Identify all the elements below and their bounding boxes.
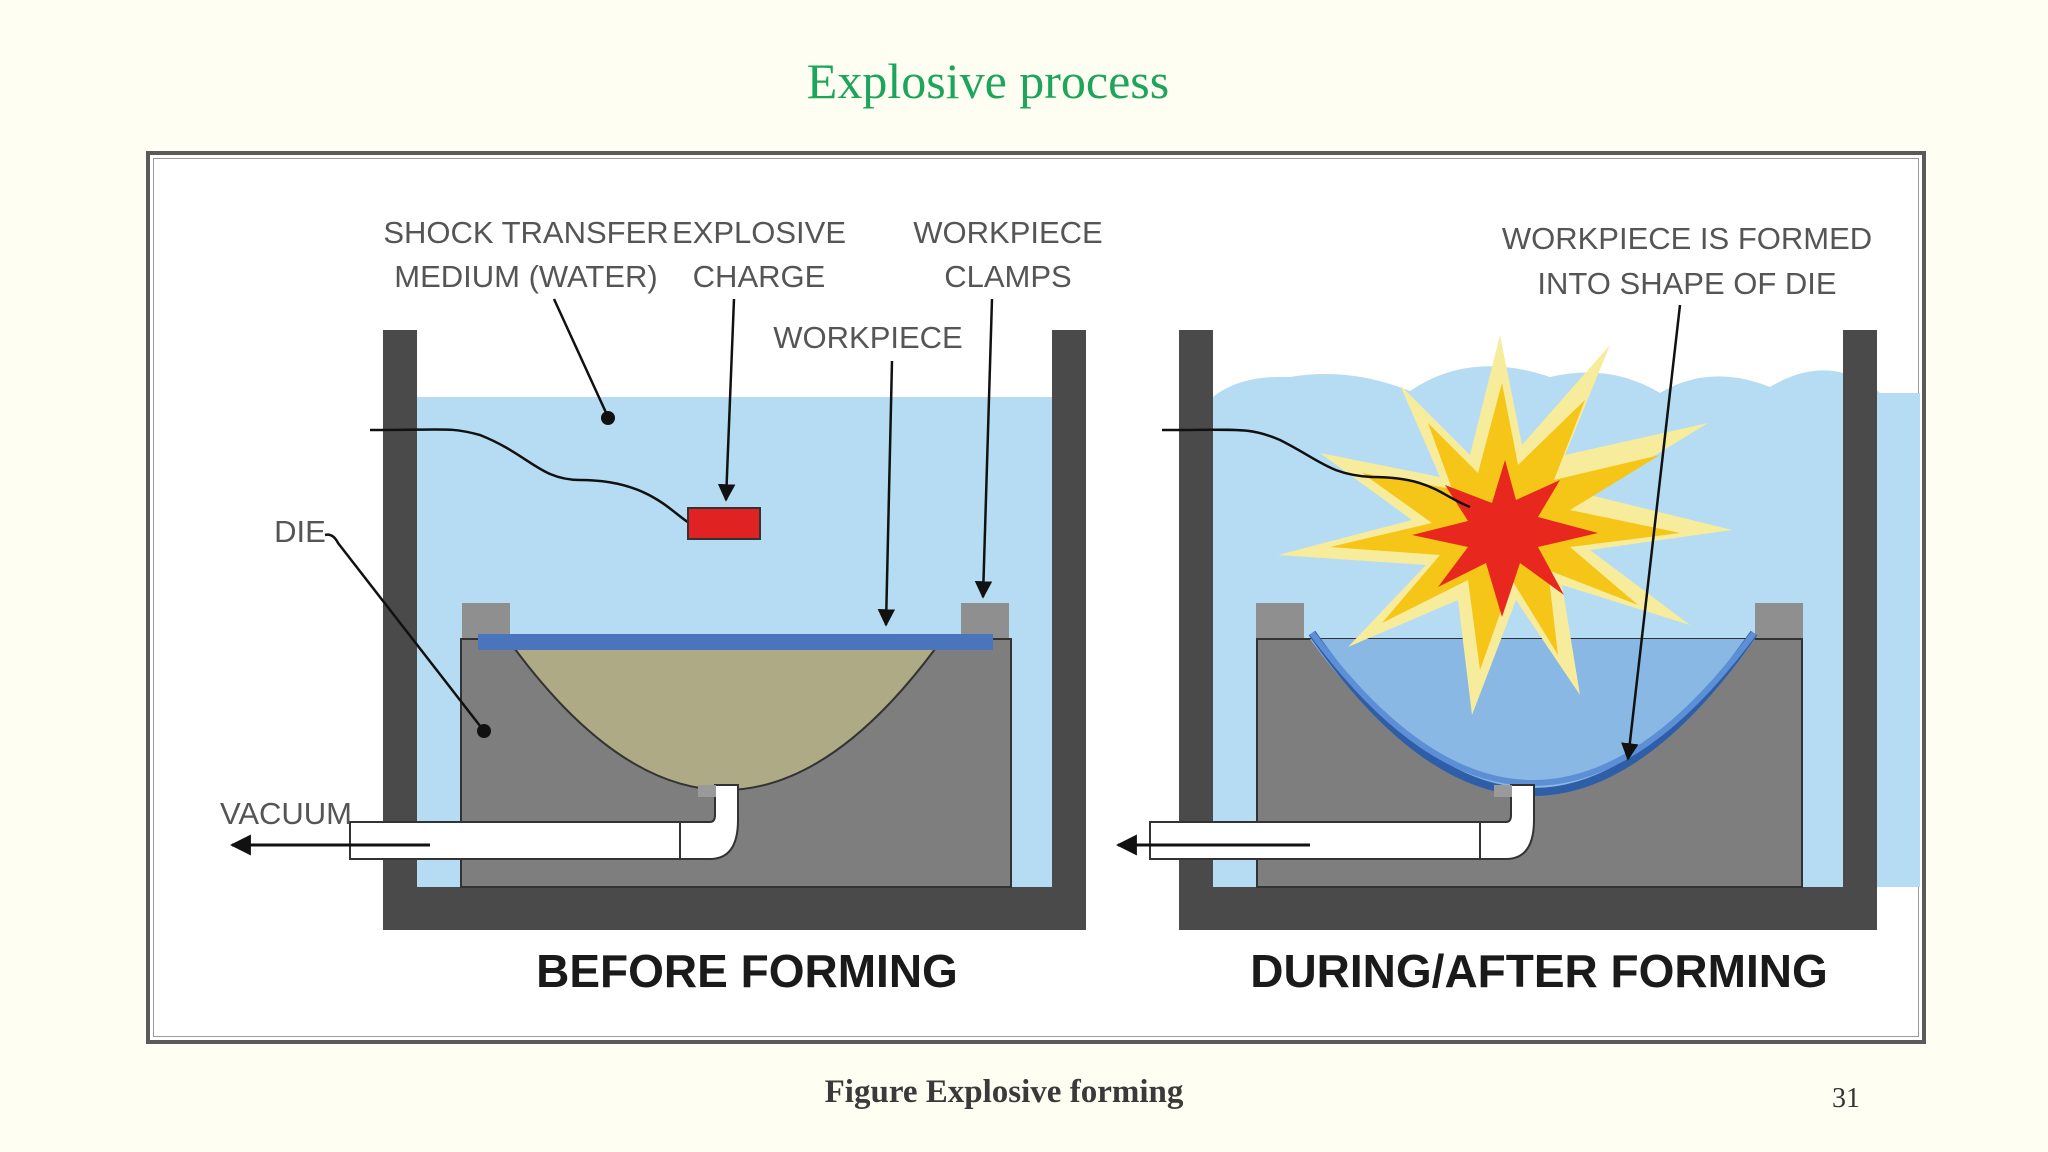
explosion-core	[1412, 460, 1598, 617]
workpiece-blank	[478, 634, 993, 650]
leader-die	[324, 533, 485, 732]
leader-workpiece	[877, 360, 896, 627]
detonator-wire-right	[1161, 428, 1471, 509]
tank-wall-right-left	[1052, 330, 1086, 930]
clamp-right-after	[1755, 603, 1803, 639]
caption-after-forming: DURING/AFTER FORMING	[1250, 945, 1828, 997]
after-forming-panel: WORKPIECE IS FORMED INTO SHAPE OF DIE DU…	[1115, 221, 1920, 997]
label-explosive-1: EXPLOSIVE	[672, 215, 846, 250]
label-clamps-1: WORKPIECE	[913, 215, 1102, 250]
label-formed-2: INTO SHAPE OF DIE	[1537, 266, 1836, 301]
leader-explosive	[717, 298, 736, 502]
leader-formed	[1621, 304, 1682, 761]
label-vacuum: VACUUM	[220, 796, 352, 831]
detonator-wire-left	[369, 428, 711, 530]
explosive-forming-diagram: SHOCK TRANSFER MEDIUM (WATER) EXPLOSIVE …	[220, 215, 1920, 997]
label-formed-1: WORKPIECE IS FORMED	[1502, 221, 1872, 256]
label-workpiece: WORKPIECE	[773, 320, 962, 355]
leader-die-dot	[477, 724, 491, 738]
tank-bottom-left	[383, 887, 1086, 930]
page-number: 31	[1832, 1083, 1860, 1114]
label-shock-2: MEDIUM (WATER)	[394, 259, 657, 294]
label-clamps-2: CLAMPS	[944, 259, 1071, 294]
caption-before-forming: BEFORE FORMING	[536, 945, 958, 997]
tank-wall-right-outer	[1843, 330, 1877, 930]
label-explosive-2: CHARGE	[693, 259, 826, 294]
leader-shock-dot	[601, 411, 615, 425]
clamp-right	[961, 603, 1009, 639]
clamp-left-after	[1256, 603, 1304, 639]
diagram-frame: SHOCK TRANSFER MEDIUM (WATER) EXPLOSIVE …	[146, 151, 1926, 1044]
slide-title: Explosive process	[806, 53, 1170, 109]
tank-bottom-right	[1179, 887, 1877, 930]
clamp-left	[462, 603, 510, 639]
leader-clamps	[974, 298, 994, 599]
explosive-charge	[687, 507, 761, 540]
figure-caption: Figure Explosive forming	[824, 1074, 1184, 1110]
label-shock-1: SHOCK TRANSFER	[383, 215, 668, 250]
before-forming-panel: SHOCK TRANSFER MEDIUM (WATER) EXPLOSIVE …	[220, 215, 1103, 997]
label-die: DIE	[274, 514, 326, 549]
leader-shock	[552, 298, 610, 418]
